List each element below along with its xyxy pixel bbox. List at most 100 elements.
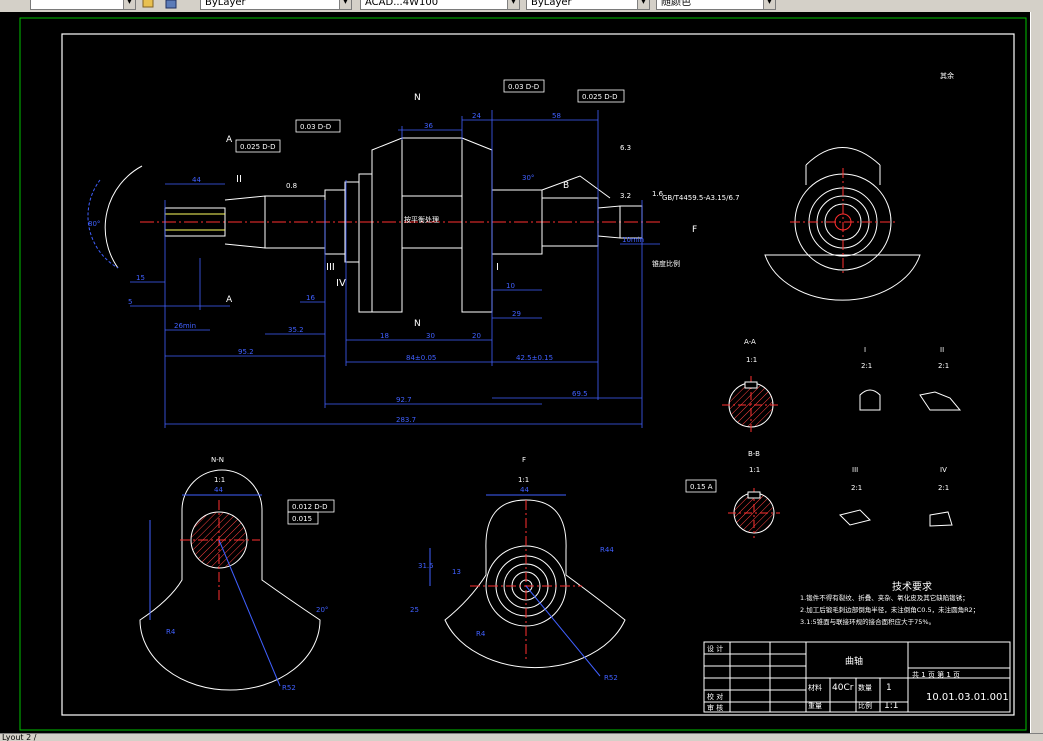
section-f-labels: F 1:1 44 R44 R52 R4 31.5 13 25 (410, 456, 618, 682)
f-r52: R52 (604, 674, 618, 682)
dim-36: 36 (424, 122, 433, 130)
bb-title: B-B (748, 450, 760, 458)
nn-dim-44: 44 (214, 486, 223, 494)
dim-80deg: 80° (88, 220, 100, 228)
layout-tab[interactable]: Lyout 2 / (2, 733, 37, 741)
aa-scale: 1:1 (746, 356, 757, 364)
f-r44: R44 (600, 546, 614, 554)
bb-scale: 1:1 (749, 466, 760, 474)
f-13: 13 (452, 568, 461, 576)
section-nn-labels: N-N 1:1 44 R52 R4 20° (166, 456, 328, 692)
detail-views (839, 389, 962, 527)
tolerance-texts: 0.025 D-D 0.03 D-D 0.03 D-D 0.025 D-D 0.… (240, 83, 713, 523)
nn-r52: R52 (282, 684, 296, 692)
tol-1: 0.025 D-D (240, 143, 276, 151)
label-taper: 锥度比例 (652, 259, 680, 268)
nn-r4: R4 (166, 628, 176, 636)
layer-states-icon[interactable] (164, 0, 178, 10)
drawing-canvas[interactable]: 0.025 D-D 0.03 D-D 0.03 D-D 0.025 D-D 0.… (0, 12, 1030, 733)
tb-approve: 审 核 (707, 703, 723, 712)
plotstyle-dropdown[interactable]: 随颜色 ▼ (656, 0, 776, 10)
f-scale: 1:1 (518, 476, 529, 484)
label-a-top: A (226, 135, 233, 145)
tb-qty-label: 数量 (858, 683, 872, 692)
d2-title: II (940, 346, 944, 354)
label-roman-2: II (236, 174, 242, 185)
label-rest: 其余 (940, 71, 954, 80)
dim-16: 16 (306, 294, 315, 302)
chevron-down-icon[interactable]: ▼ (507, 0, 519, 9)
dim-58: 58 (552, 112, 561, 120)
layer-icon[interactable] (142, 0, 156, 10)
dim-95-2: 95.2 (238, 348, 254, 356)
vertical-scrollbar[interactable] (1030, 12, 1043, 733)
nn-20deg: 20° (316, 606, 328, 614)
dim-283-7: 283.7 (396, 416, 416, 424)
label-a-bottom: A (226, 295, 233, 305)
chevron-down-icon[interactable]: ▼ (123, 0, 135, 9)
ra-6-3: 6.3 (620, 144, 631, 152)
label-n-bottom: N (414, 319, 421, 329)
tol-2: 0.03 D-D (300, 123, 331, 131)
d3-scale: 2:1 (851, 484, 862, 492)
f-31-5: 31.5 (418, 562, 434, 570)
layer-value: ByLayer (205, 0, 246, 8)
dim-44: 44 (192, 176, 201, 184)
label-roman-3: III (326, 262, 335, 273)
d1-scale: 2:1 (861, 362, 872, 370)
linetype-dropdown[interactable]: ACAD...4W100 ▼ (360, 0, 520, 10)
layer-dropdown[interactable]: ByLayer ▼ (200, 0, 352, 10)
dim-26: 26min (174, 322, 196, 330)
d2-scale: 2:1 (938, 362, 949, 370)
plotstyle-value: 随颜色 (661, 0, 691, 8)
ra-0-8: 0.8 (286, 182, 297, 190)
ra-1-6: 1.6 (652, 190, 664, 198)
dim-30deg: 30° (522, 174, 534, 182)
drawing-svg: 0.025 D-D 0.03 D-D 0.03 D-D 0.025 D-D 0.… (19, 17, 1027, 731)
tb-drawing-no: 10.01.03.01.001 (926, 692, 1009, 703)
aa-title: A-A (744, 338, 756, 346)
dim-15: 15 (136, 274, 145, 282)
tb-qty: 1 (886, 683, 892, 693)
title-block-texts: 设 计 校 对 审 核 曲轴 材料 40Cr 数量 1 重量 比例 1:1 共 … (707, 644, 1009, 712)
label-f: F (692, 225, 697, 235)
ra-3-2: 3.2 (620, 192, 631, 200)
section-bb (728, 488, 780, 538)
f-r4: R4 (476, 630, 486, 638)
tb-sheet: 共 1 页 第 1 页 (912, 670, 960, 679)
tol-5: 0.012 D-D (292, 503, 328, 511)
dim-30: 30 (426, 332, 435, 340)
chevron-down-icon[interactable]: ▼ (763, 0, 775, 9)
tb-design: 设 计 (707, 644, 723, 653)
dim-92-7: 92.7 (396, 396, 412, 404)
label-b: B (563, 181, 569, 191)
dim-10min: 10min (622, 236, 644, 244)
section-nn (139, 469, 321, 691)
dim-18: 18 (380, 332, 389, 340)
tb-scale-label: 比例 (858, 701, 872, 710)
d3-title: III (852, 466, 858, 474)
lineweight-dropdown[interactable]: ByLayer ▼ (526, 0, 650, 10)
dim-35-2: 35.2 (288, 326, 304, 334)
chevron-down-icon[interactable]: ▼ (339, 0, 351, 9)
tech-req-title: 技术要求 (892, 580, 932, 593)
dim-42-5: 42.5±0.15 (516, 354, 553, 362)
section-aa (722, 376, 780, 434)
tol-6: 0.015 (292, 515, 312, 523)
color-dropdown[interactable]: ▼ (30, 0, 136, 10)
dim-20: 20 (472, 332, 481, 340)
outer-frame (19, 17, 1027, 731)
tb-check: 校 对 (707, 692, 723, 701)
section-bb-labels: B-B 1:1 (748, 450, 760, 474)
section-f (429, 494, 626, 677)
tech-requirements: 技术要求 1.锻件不得有裂纹、折叠、夹杂、氧化皮及其它缺陷锻锈； 2.加工后锻毛… (800, 580, 979, 626)
linetype-value: ACAD...4W100 (365, 0, 439, 8)
main-view (87, 137, 660, 313)
nn-title: N-N (211, 456, 224, 464)
dim-24: 24 (472, 112, 481, 120)
d4-title: IV (940, 466, 947, 474)
chevron-down-icon[interactable]: ▼ (637, 0, 649, 9)
main-labels: A A N N B F I II III IV 其余 按平衡处理 GB/T445… (226, 71, 954, 329)
tol-3: 0.03 D-D (508, 83, 539, 91)
toolbar: ▼ ByLayer ▼ ACAD...4W100 ▼ ByLayer ▼ 随颜色… (0, 0, 1043, 13)
